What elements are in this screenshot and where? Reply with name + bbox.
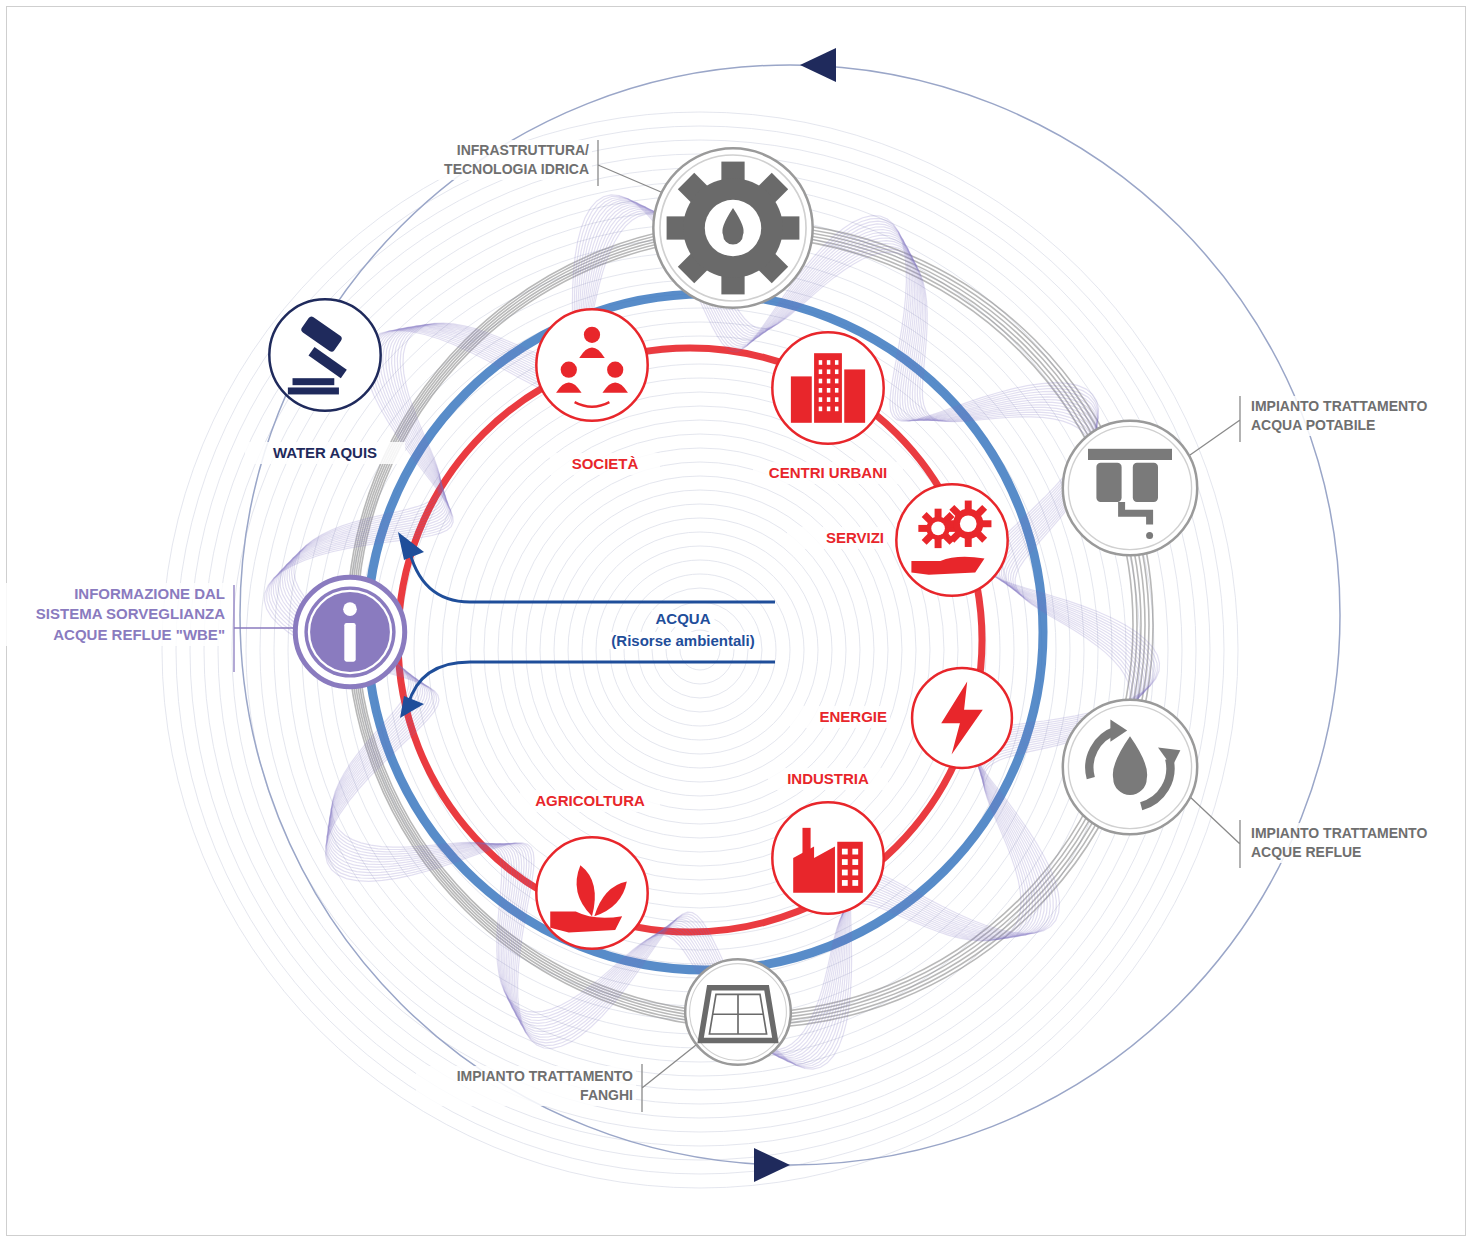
purple-ribbon [265, 195, 1160, 1069]
blue-ring [367, 294, 1043, 970]
water-label: (Risorse ambientali) [607, 632, 758, 649]
thin-ring [190, 140, 1210, 1160]
ribbon-strand [282, 206, 1141, 1058]
circle-outline [683, 957, 793, 1067]
node-label: AGRICOLTURA [520, 790, 660, 812]
water-arrow [408, 545, 775, 602]
icon-circle-node: CENTRI URBANI [770, 330, 886, 446]
icon-circle-node: AGRICOLTURA [534, 835, 650, 951]
node-label: ENERGIE [790, 706, 890, 728]
circle-outline [534, 307, 650, 423]
node-label: CENTRI URBANI [753, 462, 903, 484]
ribbon-strand [265, 195, 1160, 1069]
icon-circle-node: WATER AQUIS [267, 297, 383, 413]
thin-ring [596, 546, 804, 754]
outer-cycle-ring [240, 65, 1340, 1165]
thin-ring [386, 336, 1014, 964]
ribbon-strand [269, 198, 1155, 1067]
icon-circle-node: INFORMAZIONE DAL SISTEMA SORVEGLIANZA AC… [293, 575, 407, 689]
node-label: INFRASTRUTTURA/ TECNOLOGIA IDRICA [402, 140, 592, 180]
info-icon [304, 586, 395, 677]
ribbon-strand [292, 212, 1133, 1051]
node-label: WATER AQUIS [245, 442, 405, 464]
thin-ring [484, 434, 916, 866]
cycle-arrowhead [800, 48, 836, 82]
grey-ring-stroke [353, 231, 1141, 1019]
cycle-arrowhead [754, 1148, 790, 1182]
thin-ring [512, 462, 888, 838]
water-arrowhead [398, 532, 424, 560]
ribbon-strand [285, 208, 1140, 1057]
city-icon [791, 353, 865, 423]
thin-ring [400, 350, 1000, 950]
icon-circle-node: IMPIANTO TRATTAMENTO ACQUA POTABILE [1060, 418, 1200, 558]
thin-ring [414, 364, 986, 936]
circle-outline [894, 482, 1010, 598]
icon-circle-node: INFRASTRUTTURA/ TECNOLOGIA IDRICA [650, 145, 816, 311]
sludge-icon [701, 988, 776, 1041]
node-label: IMPIANTO TRATTAMENTO ACQUE REFLUE [1248, 823, 1463, 863]
icon-circle-node: SERVIZI [894, 482, 1010, 598]
thin-ring [176, 126, 1224, 1174]
leader-lines [234, 140, 1240, 1112]
ribbon-strand [294, 214, 1130, 1050]
thin-ring [246, 196, 1154, 1104]
node-label: IMPIANTO TRATTAMENTO FANGHI [416, 1066, 636, 1106]
circle-outline [1060, 697, 1200, 837]
icon-circle-node: SOCIETÀ [534, 307, 650, 423]
circle-outline [910, 666, 1014, 770]
thin-ring [204, 154, 1196, 1146]
thin-ring [652, 602, 748, 698]
gavel-icon [288, 315, 347, 394]
ribbon-strand [287, 209, 1137, 1054]
circle-outline [293, 575, 407, 689]
concentric-rings [162, 112, 1238, 1188]
ribbon-strand [280, 205, 1144, 1059]
thin-ring [568, 518, 832, 782]
circle-outline [534, 835, 650, 951]
thin-ring [162, 112, 1238, 1188]
gear-icon [667, 162, 800, 295]
plant-icon [550, 865, 627, 932]
circle-outline [770, 800, 886, 916]
thin-ring [582, 532, 818, 768]
water-arrowhead [400, 696, 424, 718]
thin-ring [442, 392, 958, 908]
thin-ring [274, 224, 1126, 1076]
node-label: INFORMAZIONE DAL SISTEMA SORVEGLIANZA AC… [4, 583, 228, 646]
thin-ring [330, 280, 1070, 1020]
people-icon [556, 327, 628, 407]
service-icon [911, 501, 991, 575]
thin-ring [610, 560, 790, 740]
thin-ring [232, 182, 1168, 1118]
icon-circle-node: IMPIANTO TRATTAMENTO FANGHI [683, 957, 793, 1067]
circle-outline [650, 145, 816, 311]
water-arrow [408, 662, 775, 705]
node-label: SERVIZI [787, 527, 887, 549]
reuse-icon [1089, 719, 1180, 806]
icon-circle-node: ENERGIE [910, 666, 1014, 770]
circle-outline [1060, 418, 1200, 558]
thin-ring [498, 448, 902, 852]
thin-ring [624, 574, 776, 726]
node-label: SOCIETÀ [550, 453, 660, 475]
circle-outline [267, 297, 383, 413]
icon-circle-node: IMPIANTO TRATTAMENTO ACQUE REFLUE [1060, 697, 1200, 837]
thin-ring [470, 420, 930, 880]
factory-icon [793, 828, 863, 893]
thin-ring [344, 294, 1056, 1006]
thin-ring [638, 588, 762, 712]
bolt-icon [941, 682, 983, 755]
circle-outline [770, 330, 886, 446]
filter-icon [1088, 449, 1172, 539]
node-label: IMPIANTO TRATTAMENTO ACQUA POTABILE [1248, 396, 1463, 436]
ribbon-strand [289, 211, 1135, 1054]
node-label: INDUSTRIA [768, 768, 888, 790]
thin-ring [428, 378, 972, 922]
thin-ring [218, 168, 1182, 1132]
icon-circle-node: INDUSTRIA [770, 800, 886, 916]
water-label: ACQUA [652, 610, 715, 627]
